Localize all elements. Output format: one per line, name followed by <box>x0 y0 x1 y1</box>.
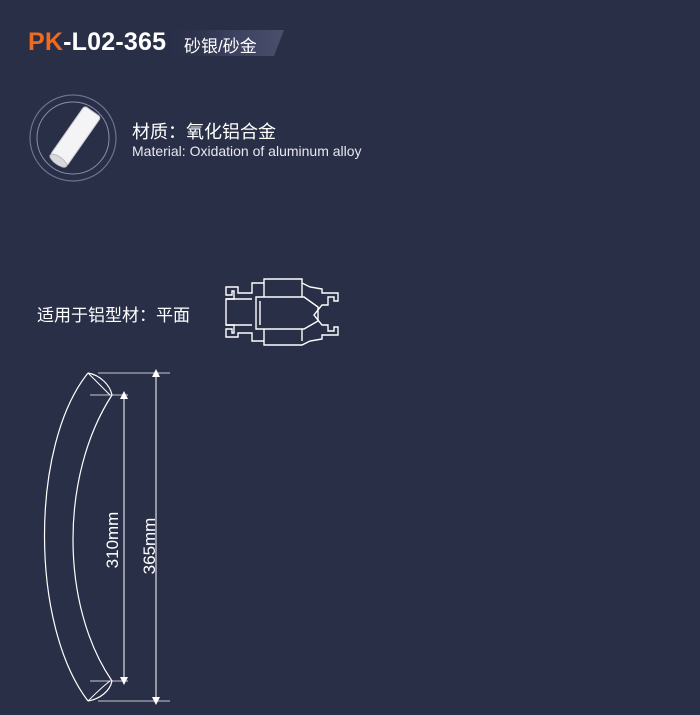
inner-dimension-label: 310mm <box>103 511 122 569</box>
profile-label: 适用于铝型材：平面 <box>37 306 190 325</box>
outer-dimension-label: 365mm <box>140 517 159 575</box>
title-bar-background <box>162 30 284 56</box>
product-title-bar: PK-L02-365 砂银/砂金 <box>22 24 284 58</box>
material-label-cn: 材质：氧化铝合金 <box>132 122 276 142</box>
product-code: PK-L02-365 <box>28 28 166 57</box>
handle-dimension-drawing <box>30 365 220 710</box>
flat-profile-cross-section-icon <box>218 277 342 347</box>
product-finish: 砂银/砂金 <box>184 37 257 56</box>
product-code-prefix: PK <box>28 28 64 56</box>
material-rod-icon <box>28 93 118 183</box>
material-label-en: Material: Oxidation of aluminum alloy <box>132 143 362 159</box>
product-code-number: -L02-365 <box>63 28 167 56</box>
